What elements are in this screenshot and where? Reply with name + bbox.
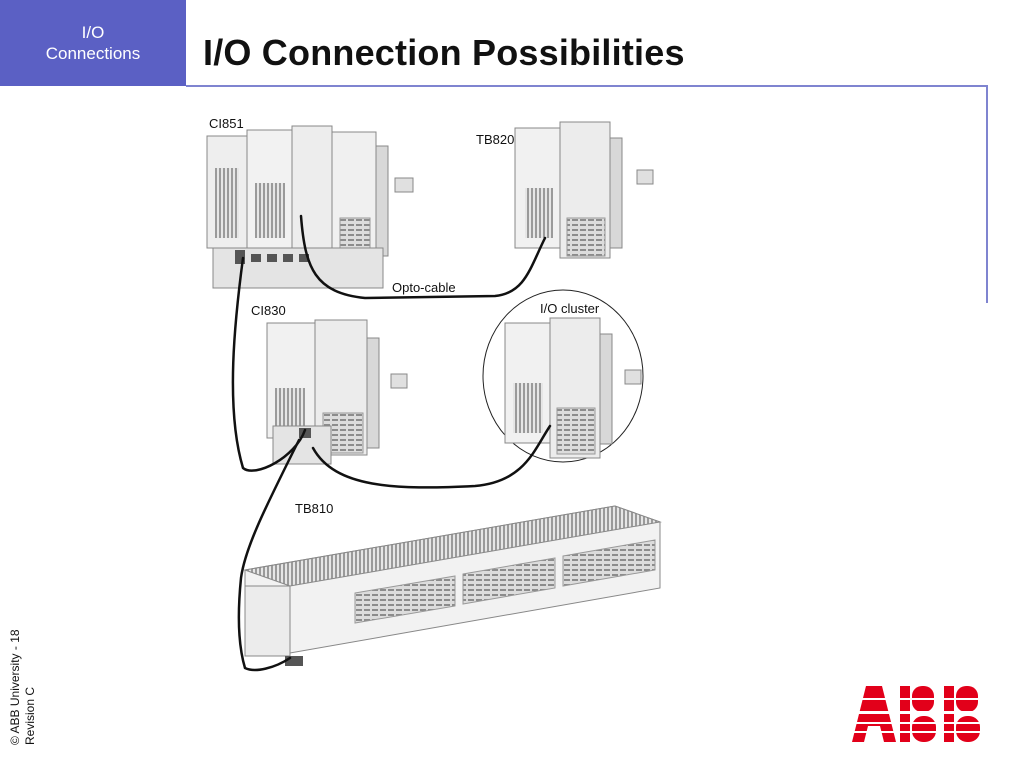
- page-title: I/O Connection Possibilities: [203, 32, 685, 73]
- io-cluster-module-group: [482, 289, 644, 463]
- ci851-module-group: [206, 125, 414, 289]
- label-tb820: TB820: [476, 132, 514, 147]
- label-tb810: TB810: [295, 501, 333, 516]
- footer-text: © ABB University - 18 Revision C: [8, 629, 38, 745]
- side-rule: [986, 85, 988, 303]
- section-tab: I/O Connections: [0, 0, 186, 86]
- tb820-module-group: [514, 121, 654, 259]
- header-rule: [186, 85, 988, 87]
- label-io-cluster: I/O cluster: [540, 301, 600, 316]
- label-ci830: CI830: [251, 303, 286, 318]
- label-ci851: CI851: [209, 116, 244, 131]
- cables: [231, 214, 552, 672]
- footer-revision: Revision C: [23, 686, 37, 745]
- abb-logo: [852, 686, 988, 742]
- ci830-module-group: [266, 319, 408, 465]
- section-tab-line2: Connections: [45, 44, 141, 63]
- label-opto-cable: Opto-cable: [392, 280, 456, 295]
- io-connection-diagram: CI851 TB820 Opto-cable CI830 I/O cluster…: [206, 116, 662, 672]
- footer-copyright: © ABB University - 18: [8, 629, 22, 745]
- section-tab-line1: I/O: [81, 23, 105, 42]
- s800-io-row: [243, 505, 662, 666]
